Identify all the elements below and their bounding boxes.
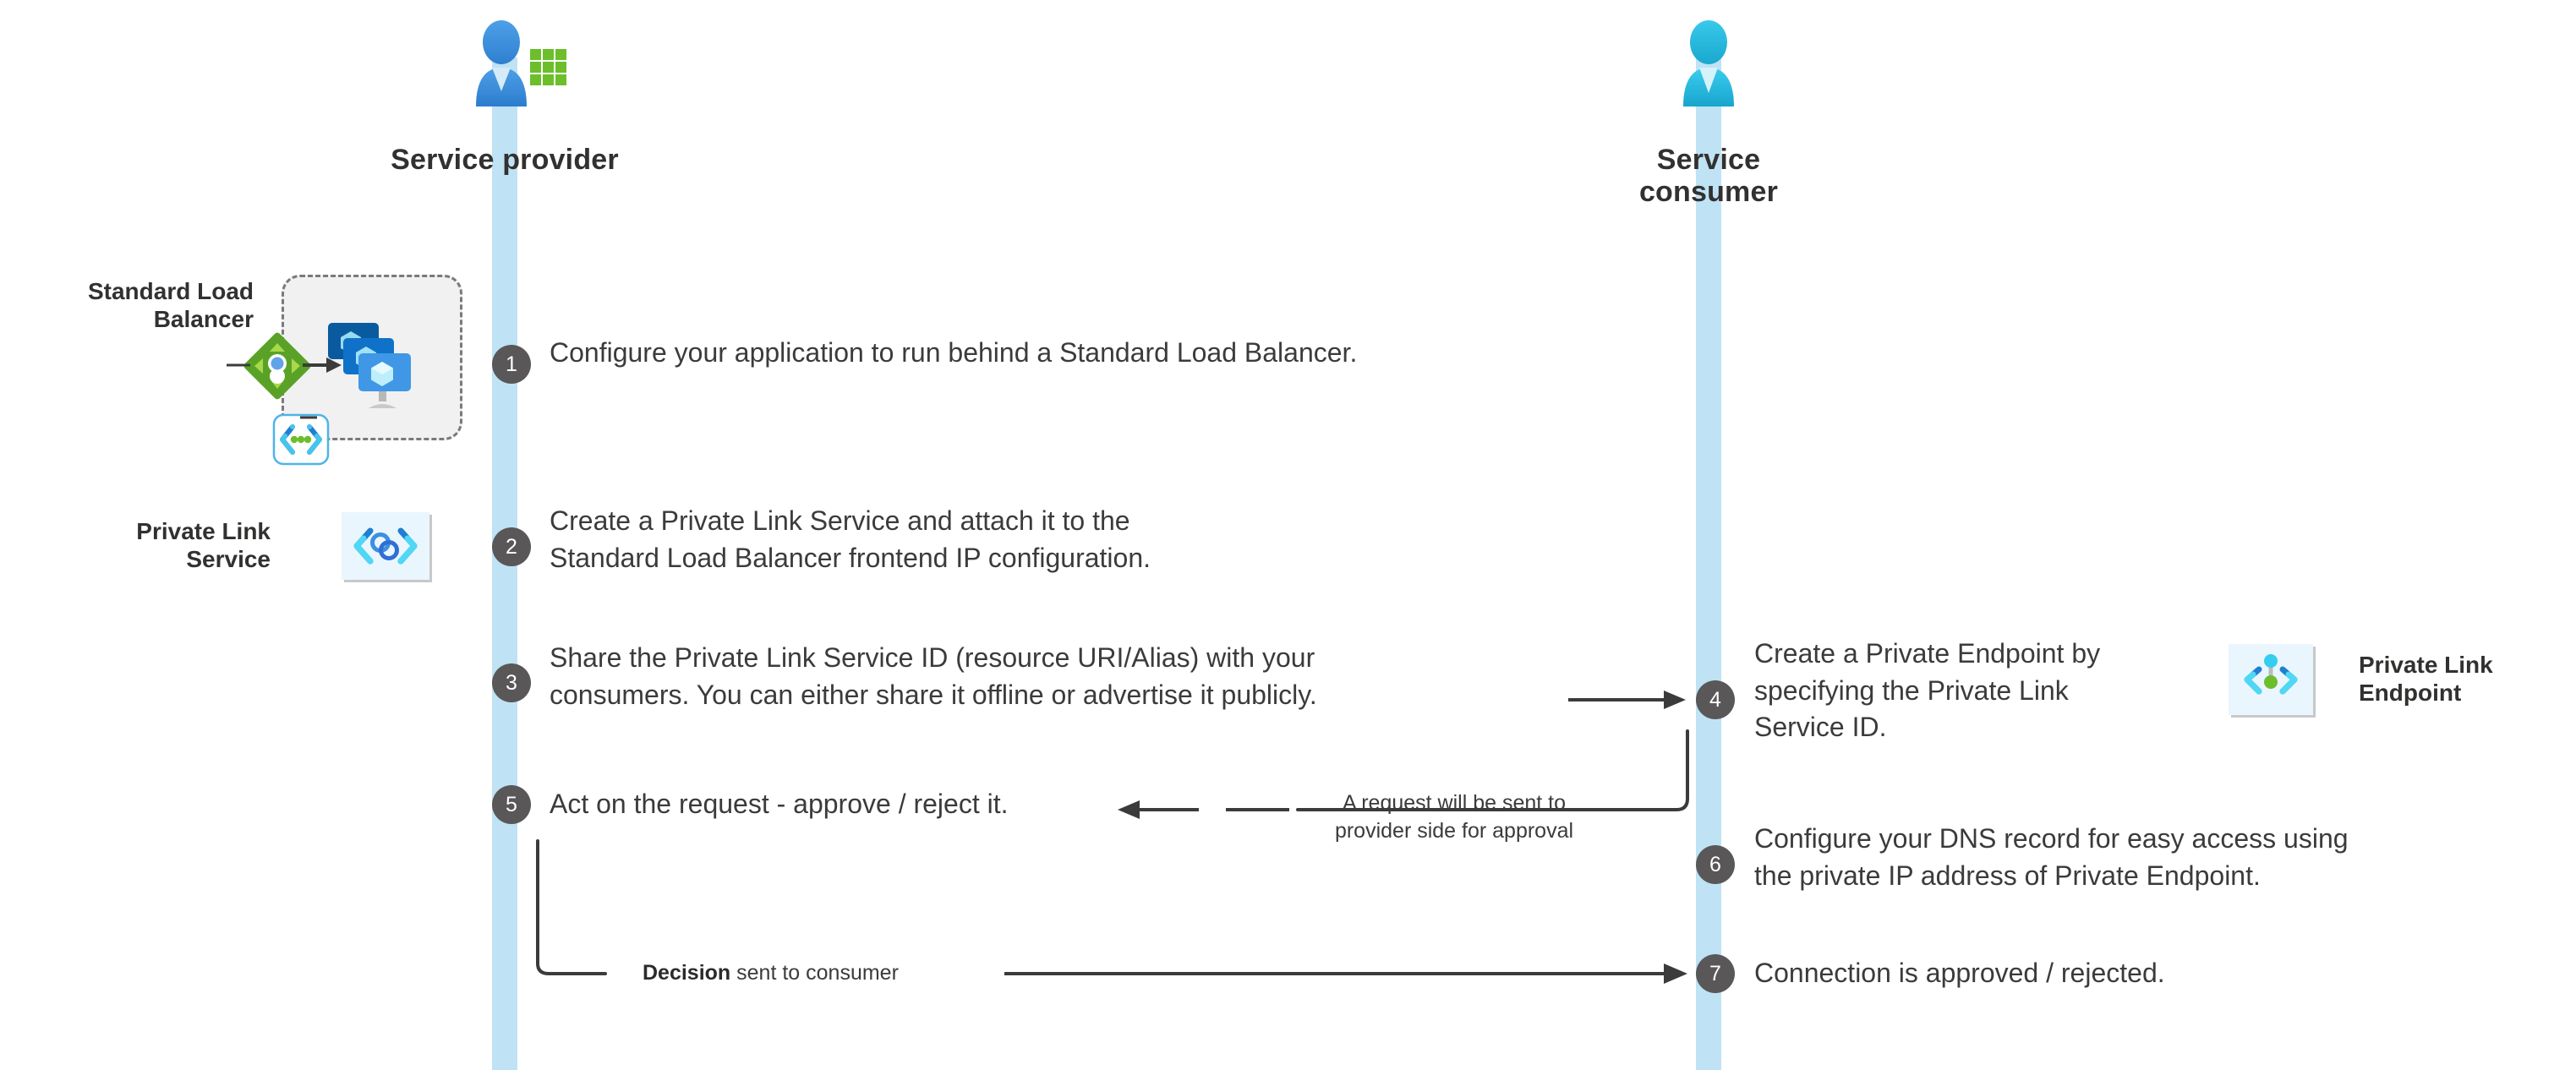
step-text-5: Act on the request - approve / reject it… bbox=[550, 789, 1009, 819]
step-bubble-1: 1 bbox=[492, 345, 531, 384]
user-with-grid-icon bbox=[476, 20, 566, 106]
step-text-6: Configure your DNS record for easy acces… bbox=[1754, 823, 2349, 891]
load-balancer-icon bbox=[243, 332, 311, 400]
step-text-4: Create a Private Endpoint by specifying … bbox=[1754, 638, 2101, 743]
step-text-3: Share the Private Link Service ID (resou… bbox=[550, 642, 1317, 710]
service-provider-avatar bbox=[466, 19, 576, 120]
step-bubble-6: 6 bbox=[1696, 845, 1735, 884]
virtual-machines-icon bbox=[320, 319, 419, 417]
step-text-1: Configure your application to run behind… bbox=[550, 337, 1358, 368]
step-bubble-3: 3 bbox=[492, 663, 531, 702]
user-icon bbox=[1683, 20, 1734, 106]
step-bubble-2: 2 bbox=[492, 527, 531, 566]
service-consumer-label: Service consumer bbox=[1638, 144, 1779, 209]
lane-service-consumer bbox=[1696, 57, 1721, 1070]
service-provider-label: Service provider bbox=[391, 144, 619, 176]
step-text-7: Connection is approved / rejected. bbox=[1754, 958, 2165, 988]
step-text-2: Create a Private Link Service and attach… bbox=[550, 505, 1151, 573]
decision-strong-word: Decision bbox=[643, 961, 731, 985]
green-grid-icon bbox=[530, 49, 566, 85]
step-bubble-7: 7 bbox=[1696, 954, 1735, 993]
private-link-endpoint-tile bbox=[2229, 644, 2313, 715]
private-link-service-tile bbox=[342, 512, 429, 580]
step-bubble-5: 5 bbox=[492, 785, 531, 824]
step-bubble-4: 4 bbox=[1696, 680, 1735, 719]
private-link-endpoint-icon bbox=[2244, 654, 2298, 695]
connector-label-request-to-provider: A request will be sent to provider side … bbox=[1334, 791, 1574, 843]
virtual-network-icon bbox=[272, 413, 330, 466]
standard-load-balancer-label: Standard Load Balancer bbox=[87, 278, 254, 333]
private-link-endpoint-label: Private Link Endpoint bbox=[2359, 652, 2493, 707]
connector-label-decision-to-consumer: Decision sent to consumer bbox=[643, 959, 899, 987]
private-link-service-icon bbox=[353, 527, 418, 565]
decision-rest-text: sent to consumer bbox=[730, 961, 899, 985]
private-link-service-label: Private Link Service bbox=[136, 518, 271, 573]
service-consumer-avatar bbox=[1670, 19, 1747, 120]
